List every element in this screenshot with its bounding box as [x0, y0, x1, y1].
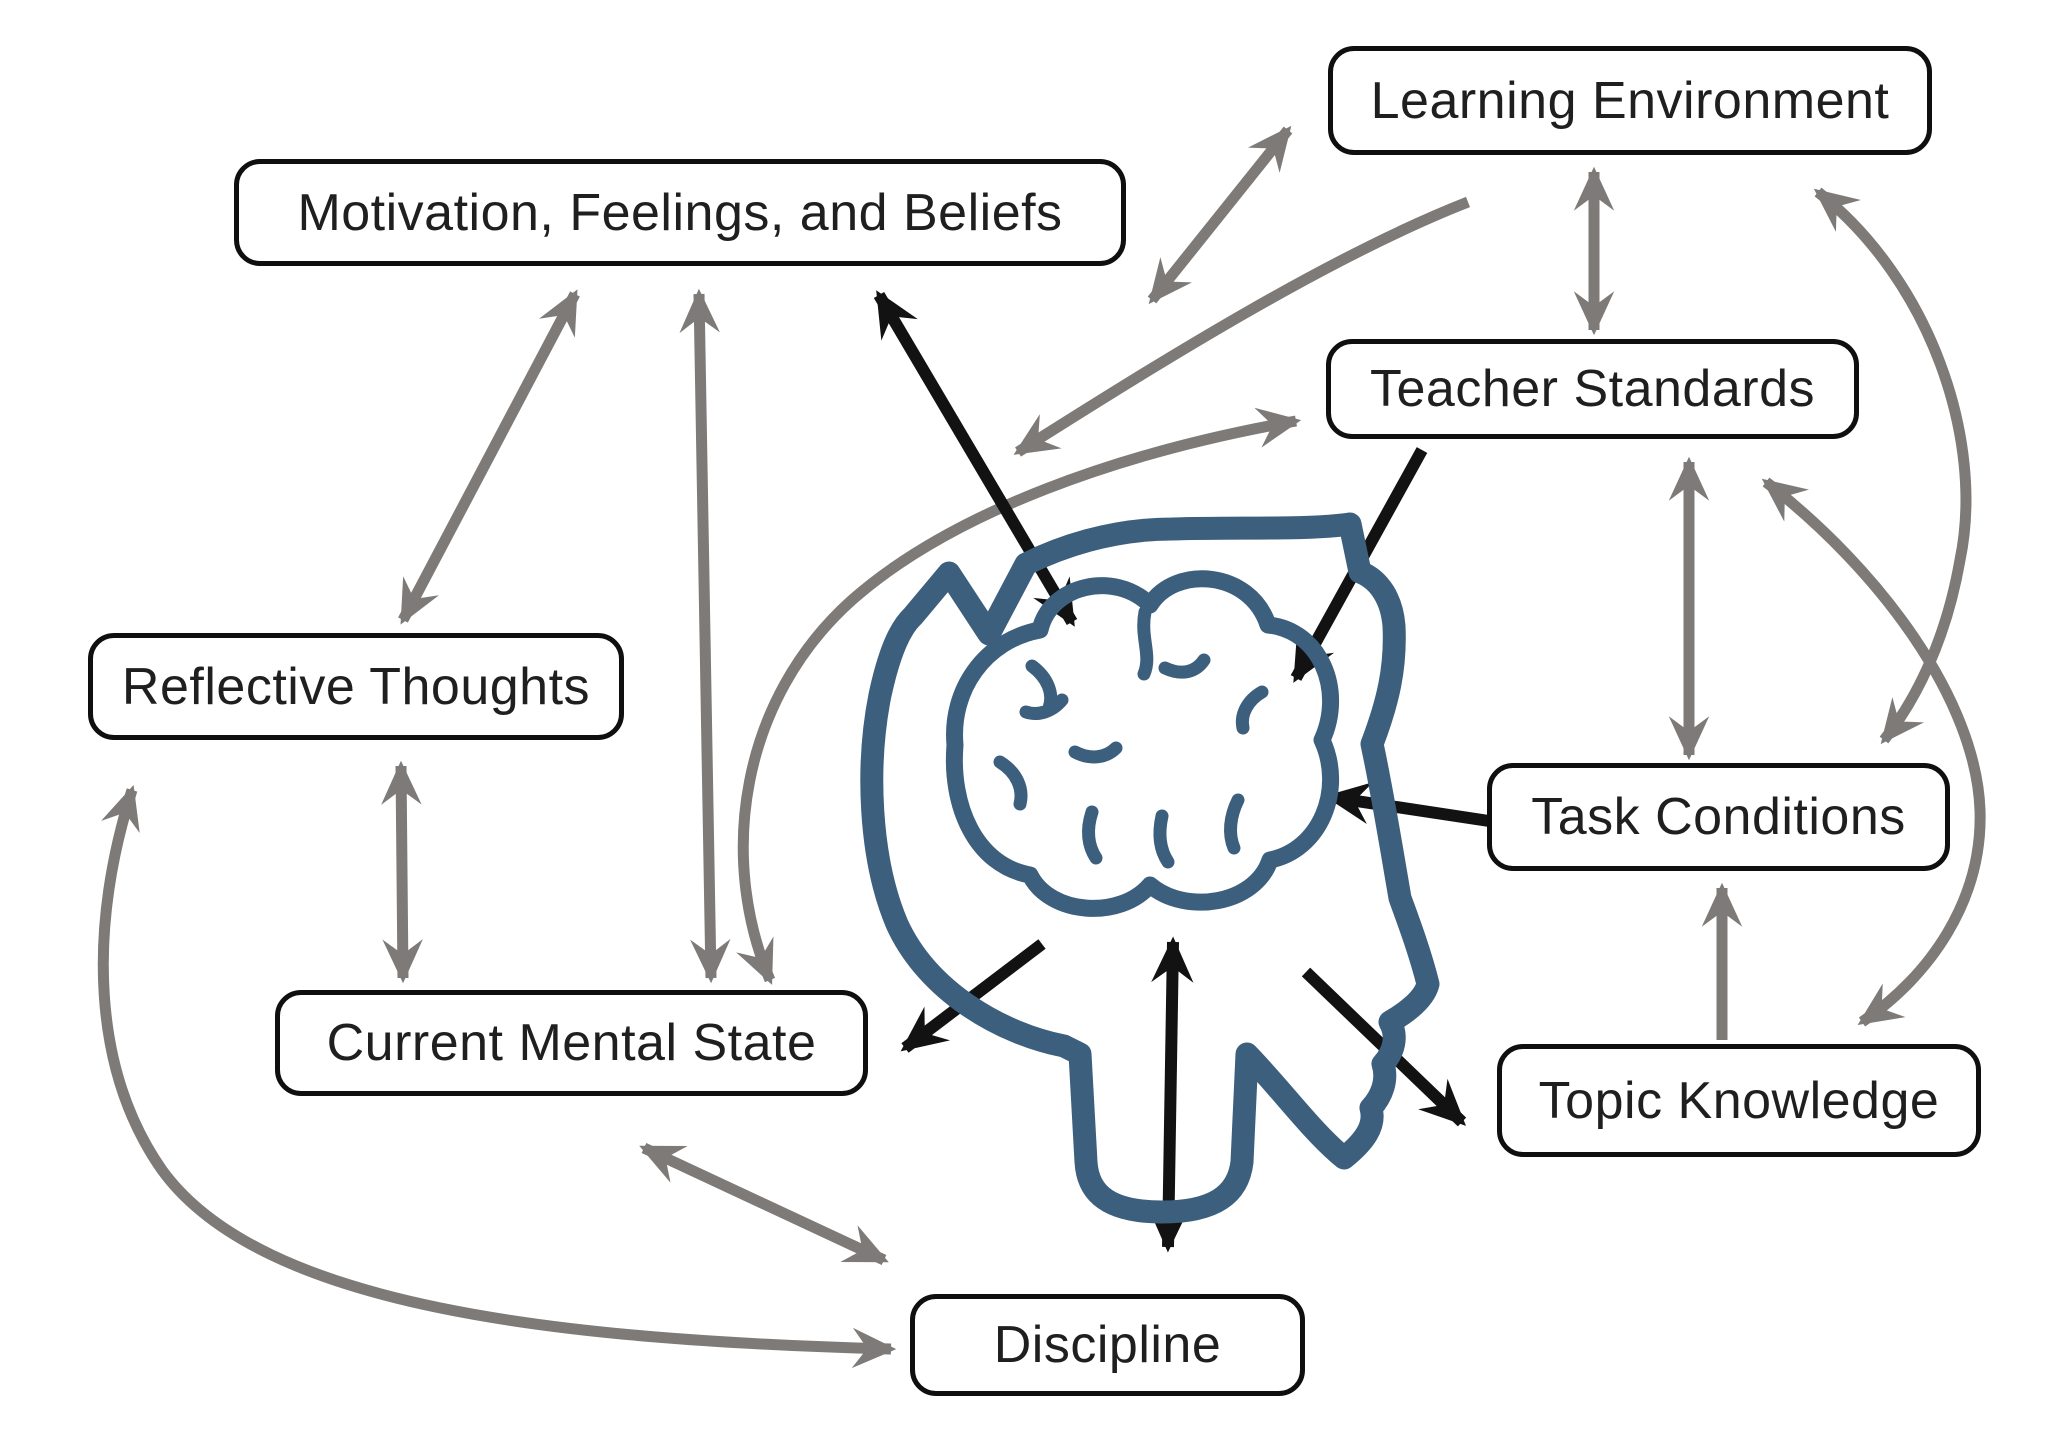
edge-task-conditions-head [1324, 782, 1490, 827]
head-outline [860, 512, 1440, 1224]
brain-outline [945, 570, 1339, 917]
node-reflective-thoughts: Reflective Thoughts [88, 633, 624, 740]
edge-current-mental-state-teacher-standards-curve [736, 407, 1302, 985]
node-current-mental-state: Current Mental State [275, 990, 868, 1096]
brain-sulci [993, 605, 1269, 869]
edge-head-discipline [1147, 936, 1194, 1253]
edge-teacher-standards-topic-knowledge-curve [1761, 477, 1986, 1027]
edge-learning-environment-head-curve [1013, 196, 1471, 457]
node-topic-knowledge: Topic Knowledge [1497, 1044, 1981, 1157]
edge-motivation-reflective-thoughts [398, 289, 580, 625]
node-learning-environment: Learning Environment [1328, 46, 1932, 155]
edge-motivation-learning-environment [1147, 125, 1293, 305]
node-task-conditions: Task Conditions [1487, 763, 1950, 871]
edge-current-mental-state-discipline-diagonal [639, 1143, 889, 1265]
node-motivation-feelings-beliefs: Motivation, Feelings, and Beliefs [234, 159, 1126, 266]
edge-reflective-thoughts-discipline-curve [97, 784, 897, 1369]
edge-motivation-head [873, 290, 1078, 627]
edge-reflective-thoughts-current-mental-state [381, 760, 423, 984]
node-teacher-standards: Teacher Standards [1326, 339, 1859, 439]
node-discipline: Discipline [910, 1294, 1305, 1396]
edge-learning-environment-task-conditions-curve [1813, 187, 1972, 745]
head-with-brain-icon [860, 512, 1440, 1224]
edge-motivation-current-mental-state [679, 288, 731, 984]
